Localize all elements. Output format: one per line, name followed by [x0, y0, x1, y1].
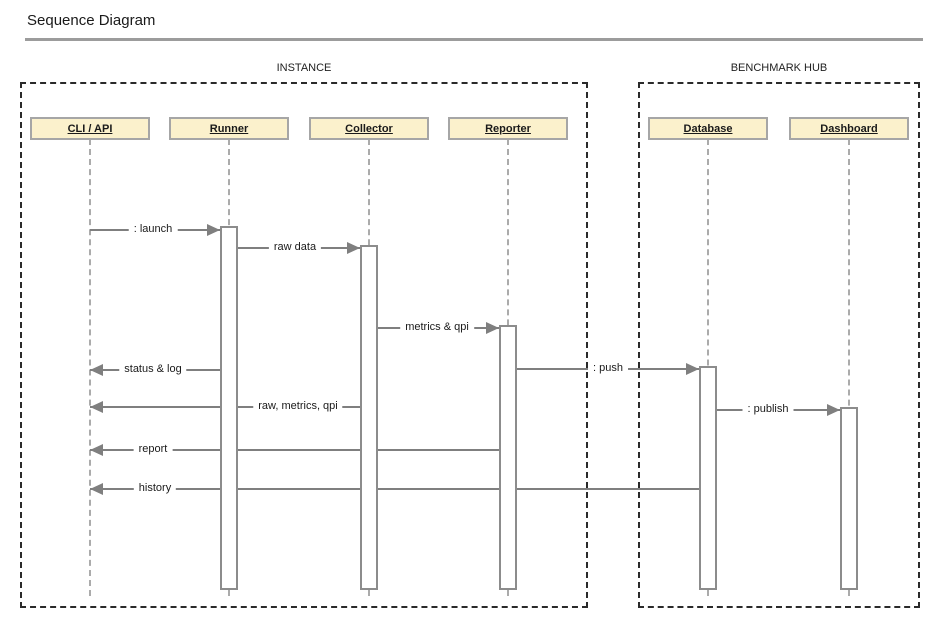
arrowhead-left-icon [90, 401, 103, 413]
message-label: metrics & qpi [400, 320, 474, 335]
arrowhead-right-icon [827, 404, 840, 416]
lifeline-head-dashboard: Dashboard [789, 117, 909, 140]
lifeline-head-label: CLI / API [67, 122, 113, 135]
page-title: Sequence Diagram [27, 12, 156, 29]
lifeline-dashboard [848, 139, 850, 596]
arrowhead-left-icon [90, 364, 103, 376]
message-label: : push [588, 361, 628, 376]
frame-benchmark-hub-label: BENCHMARK HUB [730, 62, 828, 74]
activation-bar-dashboard [840, 407, 858, 590]
message-label: status & log [119, 362, 187, 377]
lifeline-head-label: Reporter [485, 122, 531, 135]
message-line-database-to-cli-api [90, 488, 699, 490]
frame-benchmark-hub: BENCHMARK HUB [638, 62, 920, 608]
frame-instance-label: INSTANCE [276, 62, 332, 74]
message-label: raw, metrics, qpi [253, 399, 343, 414]
message-label: : publish [742, 402, 794, 417]
arrowhead-left-icon [90, 444, 103, 456]
lifeline-head-reporter: Reporter [448, 117, 568, 140]
message-label: : launch [128, 222, 178, 237]
lifeline-head-cli-api: CLI / API [30, 117, 150, 140]
message-label: report [133, 442, 173, 457]
lifeline-head-label: Dashboard [820, 122, 878, 135]
activation-bar-collector [360, 245, 378, 590]
lifeline-head-collector: Collector [309, 117, 429, 140]
message-label: raw data [268, 240, 322, 255]
activation-bar-reporter [499, 325, 517, 590]
arrowhead-right-icon [347, 242, 360, 254]
message-label: history [133, 481, 177, 496]
arrowhead-left-icon [90, 483, 103, 495]
frame-instance: INSTANCE [20, 62, 588, 608]
lifeline-head-runner: Runner [169, 117, 289, 140]
title-rule [25, 38, 923, 41]
arrowhead-right-icon [486, 322, 499, 334]
activation-bar-runner [220, 226, 238, 590]
lifeline-head-label: Database [683, 122, 733, 135]
lifeline-head-label: Runner [209, 122, 249, 135]
lifeline-head-database: Database [648, 117, 768, 140]
message-line-reporter-to-cli-api [90, 449, 499, 451]
arrowhead-right-icon [207, 224, 220, 236]
lifeline-head-label: Collector [345, 122, 393, 135]
arrowhead-right-icon [686, 363, 699, 375]
activation-bar-database [699, 366, 717, 590]
